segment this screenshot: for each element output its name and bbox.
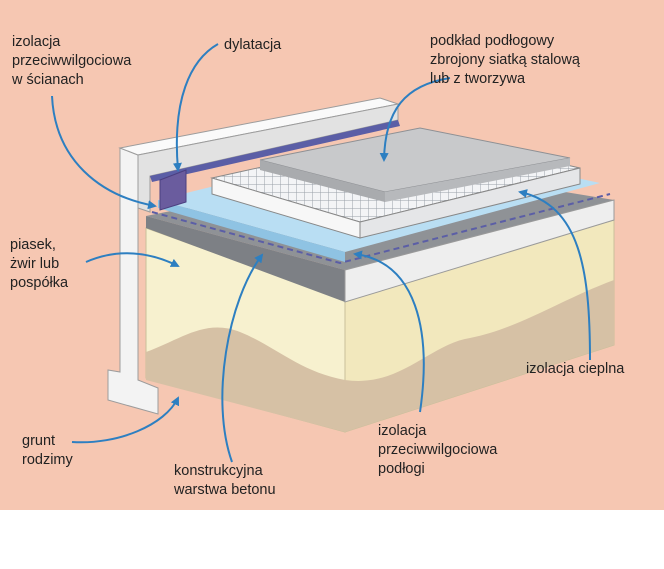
label-thermal-insulation: izolacja cieplna [526, 361, 625, 377]
arrow-wall-damp-proofing [51, 95, 157, 210]
concrete-layer-front [146, 216, 345, 302]
label-wall-damp-proofing: izolacja przeciwwilgociowa w ścianach [12, 34, 132, 88]
leader-arrows [51, 43, 591, 463]
insulation-boards-side [359, 167, 581, 239]
arrow-sand-gravel [85, 252, 180, 267]
arrow-floor-damp-proofing [353, 250, 425, 413]
expansion-joint-strip [159, 169, 187, 211]
subfloor-slab-front [260, 160, 385, 202]
label-expansion-joint: dylatacja [224, 37, 282, 53]
arrow-thermal-insulation [518, 189, 591, 361]
label-sand-gravel: piasek, żwir lub pospółka [10, 237, 69, 291]
label-floor-damp-proofing: izolacja przeciwwilgociowa podłogi [378, 423, 498, 477]
subfloor-slab-side [385, 158, 570, 202]
label-native-soil: grunt rodzimy [22, 433, 73, 468]
arrow-concrete-layer [221, 253, 264, 463]
arrow-expansion-joint [172, 43, 219, 172]
thermal-insulation-edge [158, 200, 345, 262]
arrow-subfloor [379, 77, 451, 162]
label-subfloor: podkład podłogowy zbrojony siatką stalow… [430, 33, 580, 87]
label-concrete-layer: konstrukcyjna warstwa betonu [174, 463, 276, 498]
native-soil [146, 280, 614, 432]
arrow-native-soil [71, 396, 180, 444]
wall-membrane [150, 120, 400, 182]
concrete-layer-side [344, 199, 615, 303]
floor-membrane [151, 193, 611, 265]
wall-front [107, 147, 159, 415]
